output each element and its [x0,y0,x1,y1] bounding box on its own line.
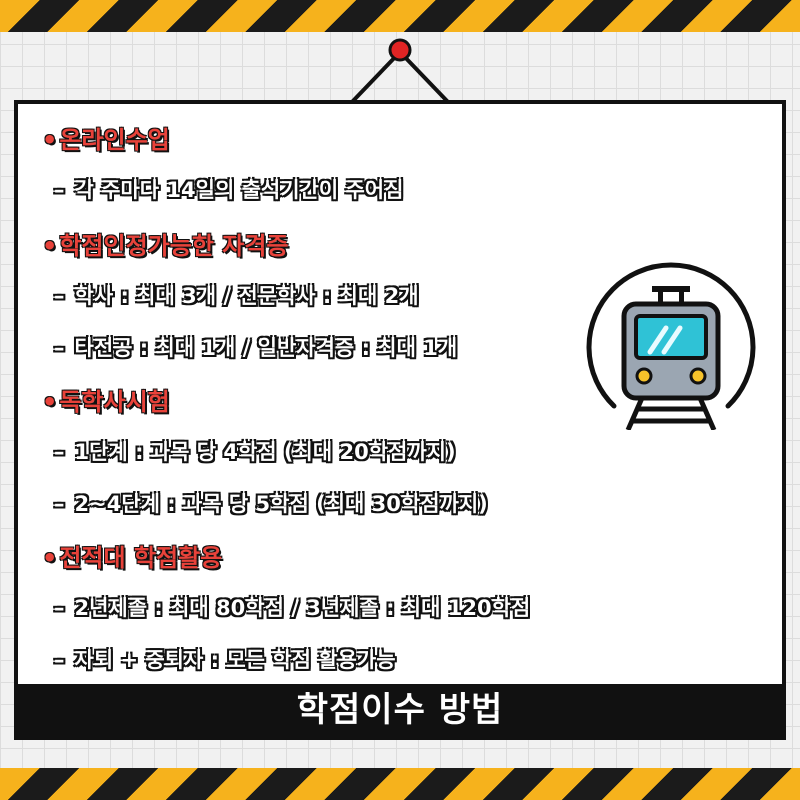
train-icon [586,262,756,430]
list-item: –자퇴 + 중퇴자 : 모든 학점 활용가능 [54,648,396,672]
bullet: • [42,232,58,260]
dash: – [54,336,65,360]
hazard-stripe-bottom [0,768,800,800]
title-bar: 학점이수 방법 [18,684,782,736]
list-item: –각 주마다 14일의 출석기간이 주어짐 [54,178,404,202]
bullet: • [42,388,58,416]
list-item: –타전공 : 최대 1개 / 일반자격증 : 최대 1개 [54,336,458,360]
section-header-online: •온라인수업 [42,126,170,154]
section-header-prior-college: •전적대 학점활용 [42,544,223,572]
list-item: –2년제졸 : 최대 80학점 / 3년제졸 : 최대 120학점 [54,596,531,620]
dash: – [54,178,65,202]
list-item: –1단계 : 과목 당 4학점 (최대 20학점까지) [54,440,456,464]
section-header-certificates: •학점인정가능한 자격증 [42,232,289,260]
list-item: –2~4단계 : 과목 당 5학점 (최대 30학점까지) [54,492,488,516]
page-title: 학점이수 방법 [296,690,504,730]
hanger-icon [350,38,450,104]
hazard-stripe-top [0,0,800,32]
bullet: • [42,126,58,154]
dash: – [54,440,65,464]
notice-board: •온라인수업 –각 주마다 14일의 출석기간이 주어짐 •학점인정가능한 자격… [14,100,786,740]
section-header-self-study-exam: •독학사시험 [42,388,170,416]
dash: – [54,284,65,308]
dash: – [54,648,65,672]
dash: – [54,596,65,620]
list-item: –학사 : 최대 3개 / 전문학사 : 최대 2개 [54,284,419,308]
dash: – [54,492,65,516]
bullet: • [42,544,58,572]
